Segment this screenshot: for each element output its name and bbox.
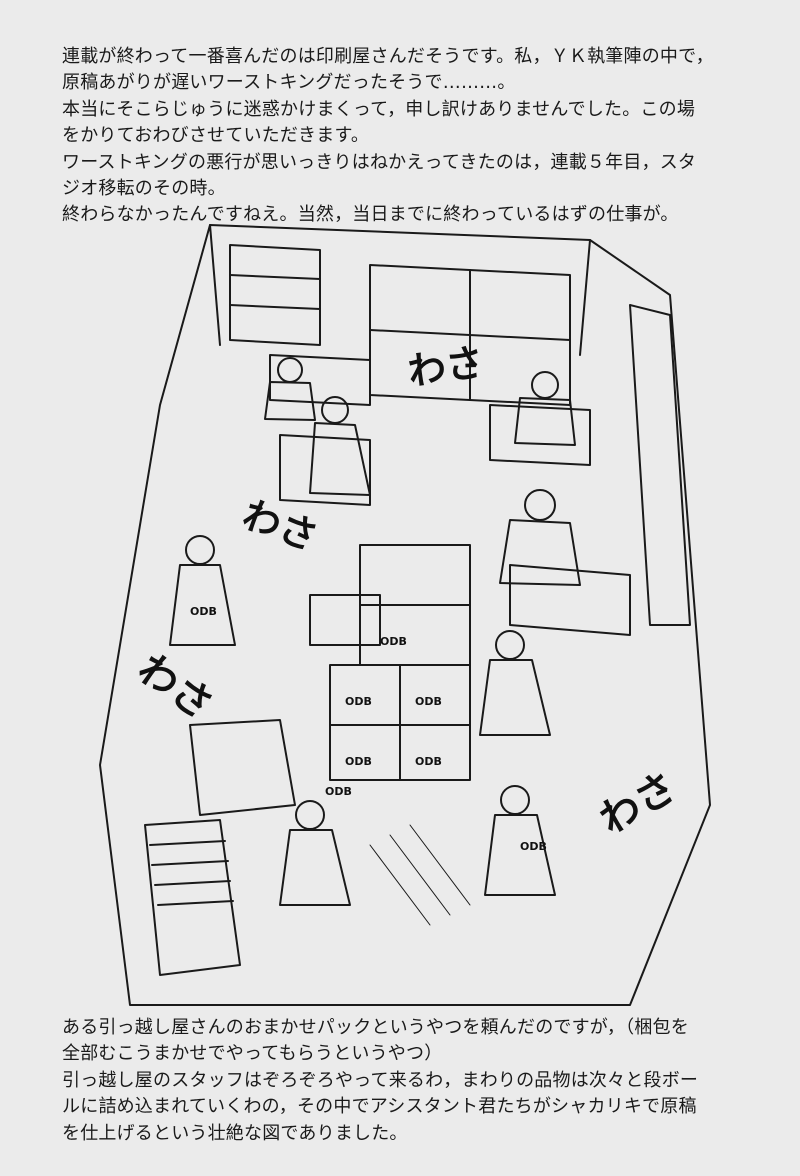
shelf [229,244,321,346]
assistant-figure [264,357,316,421]
box-label: ODB [190,605,217,618]
box-label: ODB [380,635,407,648]
caption-line: 引っ越し屋のスタッフはぞろぞろやって来るわ，まわりの品物は次々と段ボー [62,1069,699,1091]
sound-effect: わさ [592,764,684,844]
paper-stack [144,819,241,976]
mover-figure [279,800,351,906]
mover-figure [479,630,551,736]
intro-line: 終わらなかったんですねえ。当然，当日までに終わっているはずの仕事が。 [62,204,679,226]
desk [509,564,631,636]
caption-paragraph: ある引っ越し屋さんのおまかせパックというやつを頼んだのですが，（梱包を 全部むこ… [62,1015,762,1147]
box-label: ODB [345,695,372,708]
caption-line: ルに詰め込まれていくわの，その中でアシスタント君たちがシャカリキで原稿 [62,1096,697,1118]
tall-shelf [629,304,691,626]
room-outline [99,224,711,1006]
caption-line: ある引っ越し屋さんのおまかせパックというやつを頼んだのですが，（梱包を [62,1017,689,1038]
box-label: ODB [325,785,352,798]
intro-line: ワーストキングの悪行が思いっきりはねかえってきたのは，連載５年目，スタ [62,151,697,173]
desk [489,404,591,466]
sound-effect: わさ [129,646,221,730]
box-label: ODB [345,755,372,768]
box-label: ODB [415,695,442,708]
intro-line: 原稿あがりが遅いワーストキングだったそうで………。 [62,72,516,94]
intro-paragraph: 連載が終わって一番喜んだのは印刷屋さんだそうです。私，ＹＫ執筆陣の中で， 原稿あ… [62,44,762,229]
box-label: ODB [415,755,442,768]
sound-effect: わさ [405,340,486,394]
caption-line: を仕上げるという壮絶な図でありました。 [62,1122,408,1144]
assistant-figure [514,371,576,446]
desk [279,434,371,506]
intro-line: ジオ移転のその時。 [62,177,226,199]
assistant-figure [499,489,581,586]
intro-line: をかりておわびさせていただきます。 [62,125,370,147]
studio-moving-illustration: ODB ODB ODB ODB ODB ODB ODB ODB わさ わさ わさ… [99,224,711,1006]
box-stack [309,544,471,781]
mover-figure [309,396,371,496]
box-labels: ODB ODB ODB ODB ODB ODB ODB ODB [190,605,547,853]
intro-line: 本当にそこらじゅうに迷惑かけまくって，申し訳けありませんでした。この場 [62,98,696,120]
copier [189,719,296,816]
box-label: ODB [520,840,547,853]
mover-figure [484,785,556,896]
caption-line: 全部むこうまかせでやってもらうというやつ） [62,1043,443,1065]
mover-figure [169,535,236,646]
intro-line: 連載が終わって一番喜んだのは印刷屋さんだそうです。私，ＹＫ執筆陣の中で， [62,46,714,67]
